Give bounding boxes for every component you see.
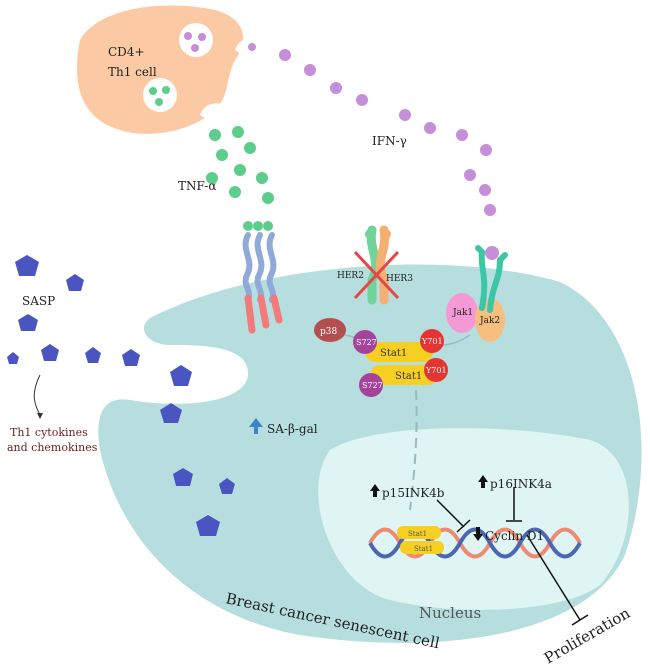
sasp-label: SASP: [22, 294, 55, 308]
sa-beta-gal-label: SA-β-gal: [267, 422, 318, 436]
her3-label: HER3: [386, 274, 413, 284]
cyclin-d1-label: Cyclin D1: [485, 529, 544, 543]
her2-label: HER2: [337, 271, 364, 281]
p15-label: p15INK4b: [382, 486, 445, 500]
up-arrow-icon: [249, 418, 263, 434]
sasp-arrow: [33, 374, 41, 416]
th1-label-line1: CD4+: [108, 45, 145, 59]
nucleus: [318, 428, 629, 610]
jak1-label: Jak1: [452, 308, 473, 318]
stat1-dna-bound: Stat1 Stat1: [397, 526, 444, 554]
ifn-gamma-label: IFN-γ: [372, 134, 407, 148]
y701-label-top: Y701: [421, 337, 443, 346]
p16-label: p16INK4a: [490, 477, 552, 491]
tnf-alpha-label: TNF-α: [178, 179, 216, 193]
sasp-result-line1: Th1 cytokines: [10, 426, 88, 439]
sasp-particles: [7, 255, 235, 536]
down-arrow-icon: [473, 527, 483, 541]
s727-label-bottom: S727: [362, 381, 383, 390]
her2-her3-receptor: HER2 HER3: [337, 225, 413, 305]
sasp-result-line2: and chemokines: [7, 441, 98, 454]
jak2-label: Jak2: [479, 316, 500, 326]
stat1-dimer: Stat1 Stat1 S727 S727 Y701 Y701: [353, 329, 448, 397]
s727-label-top: S727: [356, 338, 377, 347]
inhibition-lines: [436, 487, 589, 626]
p38-protein: p38: [314, 318, 346, 342]
y701-label-bottom: Y701: [425, 366, 447, 375]
th1-label-line2: Th1 cell: [108, 65, 157, 79]
up-arrow-icon: [370, 484, 380, 497]
stat1-label-top: Stat1: [380, 348, 407, 359]
stat1-dna-label-top: Stat1: [408, 530, 427, 538]
blocked-x-icon: [353, 250, 400, 300]
p38-label: p38: [320, 327, 337, 337]
ifn-receptor: Jak1 Jak2: [446, 245, 508, 342]
nucleus-label: Nucleus: [419, 604, 481, 622]
stat1-label-bottom: Stat1: [395, 371, 422, 382]
up-arrow-icon: [478, 475, 488, 488]
tnf-alpha-particles: [206, 126, 274, 204]
tnf-receptor: [242, 221, 283, 334]
ifn-gamma-particles: [279, 49, 496, 216]
stat1-dna-label-bottom: Stat1: [414, 545, 433, 553]
